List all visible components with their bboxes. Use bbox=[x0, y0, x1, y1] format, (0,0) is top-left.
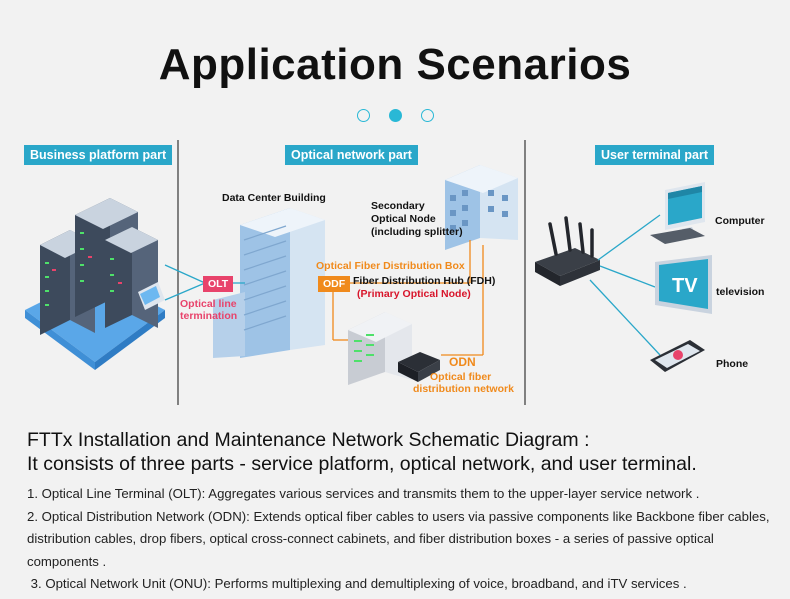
label-secondary-node-line3: (including splitter) bbox=[371, 226, 463, 238]
label-data-center: Data Center Building bbox=[222, 192, 326, 204]
television-image bbox=[655, 255, 712, 314]
label-secondary-node-line2: Optical Node bbox=[371, 213, 436, 225]
page-title: Application Scenarios bbox=[158, 40, 632, 89]
notes: 1. Optical Line Terminal (OLT): Aggregat… bbox=[27, 483, 777, 596]
caption-line1: FTTx Installation and Maintenance Networ… bbox=[27, 429, 590, 451]
server-cluster-image bbox=[25, 198, 165, 370]
label-secondary-node-line1: Secondary bbox=[371, 200, 425, 212]
carousel-dot[interactable] bbox=[357, 109, 370, 122]
router-image bbox=[535, 216, 600, 286]
label-phone: Phone bbox=[716, 358, 749, 370]
label-fdh: Fiber Distribution Hub (FDH) bbox=[353, 275, 496, 287]
label-olt-desc-line2: termination bbox=[180, 310, 238, 322]
note-olt: 1. Optical Line Terminal (OLT): Aggregat… bbox=[27, 486, 700, 501]
label-television: television bbox=[716, 286, 765, 298]
phone-image bbox=[650, 340, 705, 372]
diagram-caption: FTTx Installation and Maintenance Networ… bbox=[27, 428, 697, 476]
label-odn-desc-line1: Optical fiber bbox=[430, 371, 492, 383]
section-tag-business: Business platform part bbox=[24, 145, 173, 165]
label-ofdb: Optical Fiber Distribution Box bbox=[316, 260, 465, 272]
carousel-dots bbox=[357, 109, 437, 123]
note-onu: 3. Optical Network Unit (ONU): Performs … bbox=[27, 576, 687, 591]
diagram-artwork bbox=[25, 140, 712, 405]
secondary-node-building-image bbox=[445, 165, 518, 250]
badge-odf: ODF bbox=[318, 276, 351, 292]
network-diagram: Business platform part Optical network p… bbox=[24, 140, 765, 405]
caption-line2: It consists of three parts - service pla… bbox=[27, 453, 697, 475]
label-fdh-sub: (Primary Optical Node) bbox=[357, 288, 471, 300]
section-tag-optical: Optical network part bbox=[285, 145, 418, 165]
label-odn: ODN bbox=[449, 355, 476, 369]
computer-image bbox=[650, 182, 705, 244]
carousel-dot[interactable] bbox=[421, 109, 434, 122]
section-tag-user: User terminal part bbox=[595, 145, 714, 165]
data-center-building-image bbox=[213, 208, 325, 358]
badge-olt: OLT bbox=[203, 276, 234, 292]
tv-screen-text: TV bbox=[672, 275, 698, 297]
label-odn-desc-line2: distribution network bbox=[413, 383, 514, 395]
note-odn: 2. Optical Distribution Network (ODN): E… bbox=[27, 508, 770, 569]
fiber-distribution-cabinet-image bbox=[348, 312, 440, 385]
carousel-dot-active[interactable] bbox=[389, 109, 402, 122]
label-olt-desc-line1: Optical line bbox=[180, 298, 237, 310]
label-computer: Computer bbox=[715, 215, 765, 227]
